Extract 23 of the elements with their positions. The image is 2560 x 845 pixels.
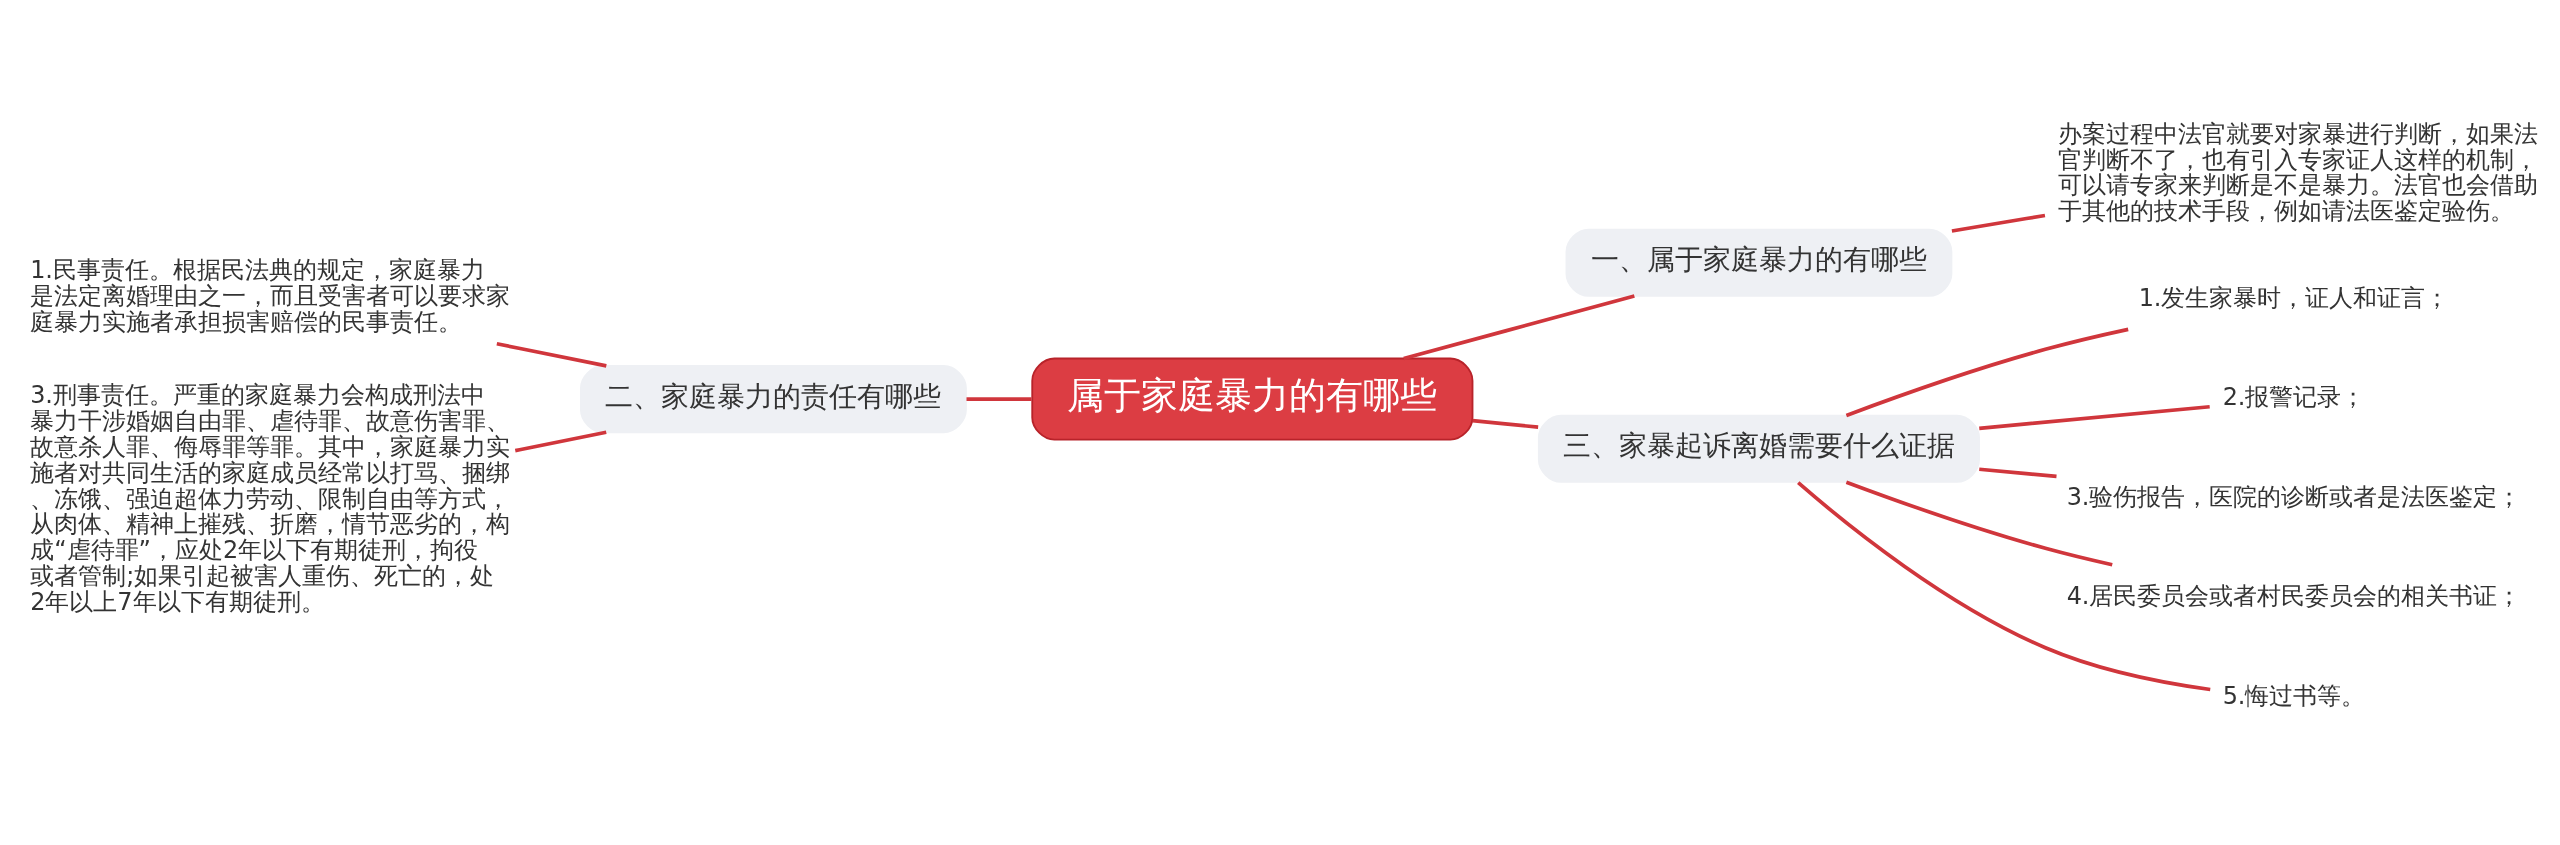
node-text: 4.居民委员会或者村民委员会的相关书证； <box>2066 581 2522 610</box>
connector <box>1403 293 1635 360</box>
connector <box>1472 418 1539 429</box>
node-box: 二、家庭暴力的责任有哪些 <box>580 364 967 433</box>
node-text: 办案过程中法官就要对家暴进行判断，如果法官判断不了，也有引入专家证人这样的机制，可以请专家来判断是不是暴力。法官也会借助于其他的技术手段，例如请法医鉴定验伤。 <box>2058 119 2539 225</box>
node-text: 1.民事责任。根据民法典的规定，家庭暴力是法定离婚理由之一，而且受害者可以要求家庭暴力实施者承担损害赔偿的民事责任。 <box>30 255 511 336</box>
connector <box>496 341 607 368</box>
connector <box>1845 327 2129 417</box>
connector <box>1979 404 2210 430</box>
node-text: 1.发生家暴时，证人和证言； <box>2138 283 2450 312</box>
connector <box>514 430 607 452</box>
node-text: 3.刑事责任。严重的家庭暴力会构成刑法中暴力干涉婚姻自由罪、虐待罪、故意伤害罪、故意杀人罪、侮辱罪等罪。其中，家庭暴力实施者对共同生活的家庭成员经常以打骂、捆绑、冻饿、强迫超体力劳动、限制自由等方式，从肉体、精神上摧残、折磨，情节恶劣的，构成“虐待罪”，应处2年以下有期徒刑，拘役或者管制;如果引起被害人重伤、死亡的，处2年以上7年以下有期徒刑。 <box>30 380 511 616</box>
node-box: 三、家暴起诉离婚需要什么证据 <box>1537 414 1980 483</box>
connector <box>1797 480 2211 691</box>
node-box: 属于家庭暴力的有哪些 <box>1031 357 1474 440</box>
connector <box>1845 479 2113 567</box>
node-text: 2.报警记录； <box>2222 382 2366 411</box>
connector <box>1979 466 2057 478</box>
node-box: 一、属于家庭暴力的有哪些 <box>1565 228 1953 297</box>
connector <box>966 396 1032 401</box>
node-text: 3.验伤报告，医院的诊断或者是法医鉴定； <box>2066 482 2522 511</box>
node-text: 5.悔过书等。 <box>2222 681 2366 710</box>
connector <box>1951 213 2046 233</box>
